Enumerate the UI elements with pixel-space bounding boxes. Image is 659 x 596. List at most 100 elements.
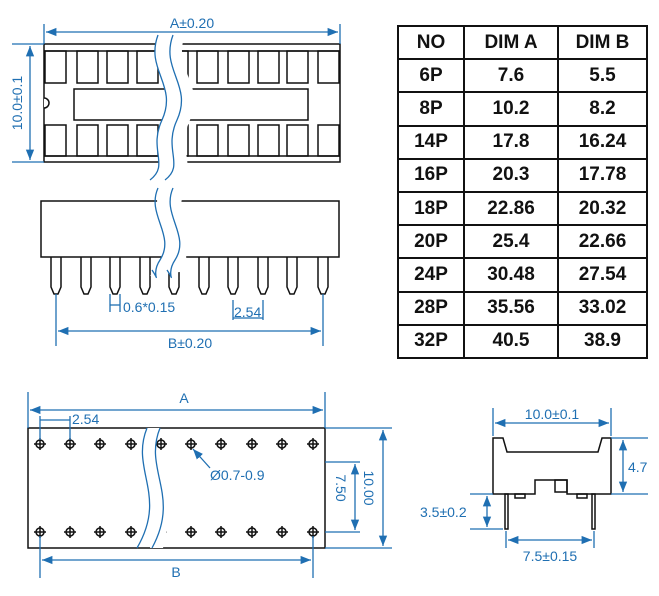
bottom-width-label: A: [179, 390, 189, 406]
contact-slot: [286, 124, 309, 157]
break-line: [136, 427, 151, 549]
table-cell: 5.5: [557, 58, 648, 94]
contact-slot: [76, 124, 99, 157]
table-cell: 20.32: [557, 190, 648, 227]
side-span-label: B±0.20: [168, 335, 212, 351]
table-cell: 16P: [397, 157, 465, 193]
pin: [227, 257, 239, 295]
table-cell: 16.24: [557, 124, 648, 160]
contact-slot: [257, 124, 280, 157]
table-cell: 20.3: [463, 157, 559, 193]
table-cell: 22.66: [557, 224, 648, 260]
table-cell: NO: [397, 24, 465, 61]
break-line: [151, 427, 164, 549]
contact-slot: [196, 50, 219, 84]
table-cell: 22.86: [463, 190, 559, 227]
hole-diameter-label: Ø0.7-0.9: [210, 467, 265, 483]
table-cell: 28P: [397, 290, 465, 326]
break-line: [149, 34, 168, 181]
table-cell: 6P: [397, 58, 465, 94]
pin: [317, 257, 329, 295]
table-cell: 17.8: [463, 124, 559, 160]
pin: [198, 257, 210, 295]
table-cell: 35.56: [463, 290, 559, 326]
bottom-height-label: 10.00: [361, 470, 377, 505]
table-cell: 40.5: [463, 323, 559, 360]
pin-spacing-label: 7.5±0.15: [523, 548, 578, 564]
top-width-label: A±0.20: [170, 15, 214, 31]
contact-slot: [76, 50, 99, 84]
table-cell: 32P: [397, 323, 465, 360]
table-cell: 27.54: [557, 257, 648, 293]
table-cell: 17.78: [557, 157, 648, 193]
pin: [139, 257, 151, 295]
break-line: [164, 34, 183, 181]
end-pin: [591, 493, 596, 530]
bottom-span-label: B: [171, 564, 180, 580]
pin-length-label: 3.5±0.2: [420, 504, 467, 520]
table-cell: 8.2: [557, 91, 648, 127]
contact-slot: [286, 50, 309, 84]
contact-slot: [227, 50, 250, 84]
pin: [257, 257, 269, 295]
contact-slot: [44, 124, 67, 157]
pin: [286, 257, 298, 295]
break-line: [151, 187, 166, 279]
row-spacing-label: 7.50: [333, 474, 349, 501]
break-band: [150, 188, 187, 283]
break-line: [166, 187, 181, 279]
top-height-label: 10.0±0.1: [9, 76, 25, 131]
pin: [80, 257, 92, 295]
contact-slot: [317, 50, 340, 84]
end-view-body: [492, 437, 612, 495]
table-cell: 33.02: [557, 290, 648, 326]
table-cell: DIM A: [463, 24, 559, 61]
bottom-view-body: [27, 427, 326, 549]
table-cell: 14P: [397, 124, 465, 160]
table-cell: 8P: [397, 91, 465, 127]
break-band: [142, 428, 168, 548]
pin: [50, 257, 62, 295]
end-width-label: 10.0±0.1: [525, 406, 580, 422]
standoff: [576, 493, 588, 499]
pin: [109, 257, 121, 295]
contact-slot: [227, 124, 250, 157]
pin: [168, 257, 180, 295]
hole-leader: [192, 448, 211, 469]
table-cell: 25.4: [463, 224, 559, 260]
table-cell: 10.2: [463, 91, 559, 127]
end-pin: [504, 493, 509, 530]
table-cell: 24P: [397, 257, 465, 293]
contact-slot: [106, 124, 129, 157]
table-cell: 30.48: [463, 257, 559, 293]
table-cell: 18P: [397, 190, 465, 227]
pin1-notch: [43, 97, 50, 109]
bottom-pitch-label: 2.54: [72, 411, 99, 427]
contact-slot: [257, 50, 280, 84]
end-height-label: 4.7: [628, 459, 648, 475]
side-view-body: [40, 200, 340, 258]
contact-slot: [196, 124, 219, 157]
table-cell: 20P: [397, 224, 465, 260]
side-pitch-label: 2.54: [234, 304, 261, 320]
pin-size-label: 0.6*0.15: [123, 299, 175, 315]
contact-slot: [317, 124, 340, 157]
contact-slot: [136, 124, 159, 157]
contact-slot: [106, 50, 129, 84]
table-cell: 7.6: [463, 58, 559, 94]
break-band: [150, 35, 195, 180]
latch: [554, 479, 568, 493]
